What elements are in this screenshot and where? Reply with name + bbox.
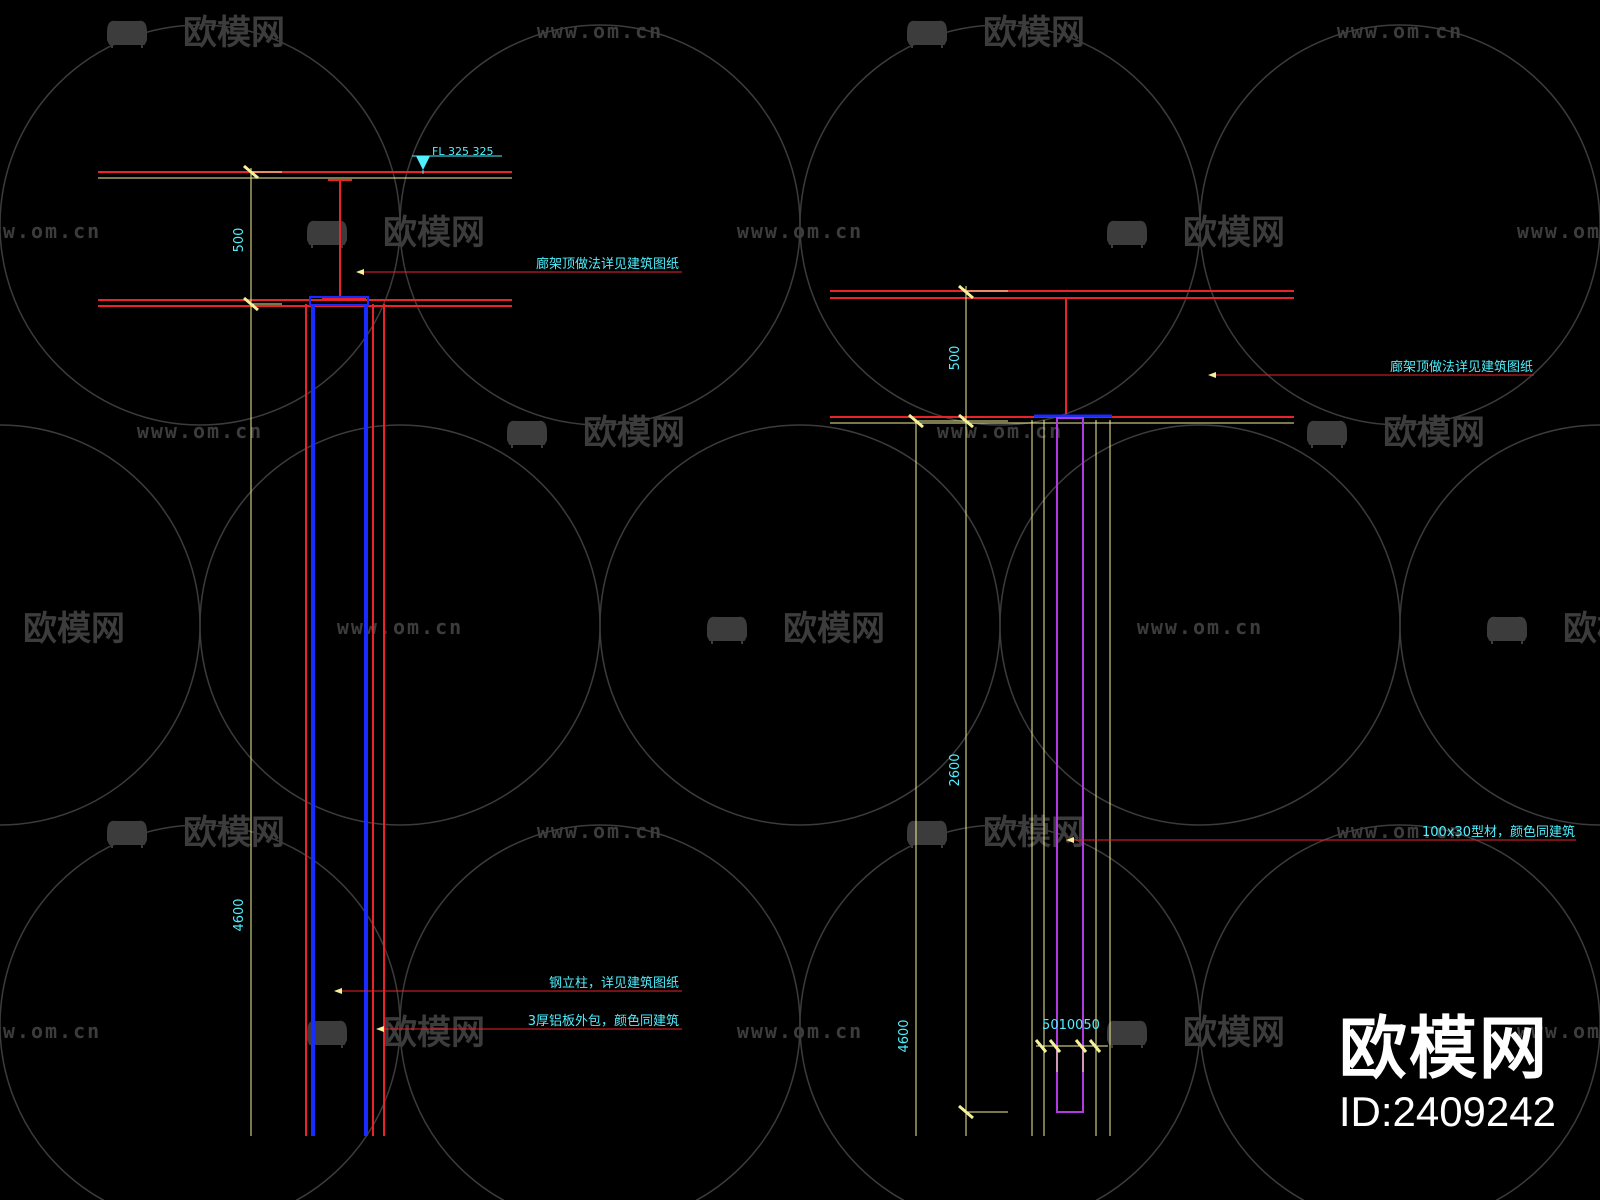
level-marker-icon xyxy=(412,155,502,174)
watermark-brand-text: 欧模网 xyxy=(583,413,685,453)
watermark-brand-text: 欧模网 xyxy=(1183,1013,1285,1053)
right-leaders xyxy=(1066,372,1576,843)
watermark-url-text: www.om.cn xyxy=(337,615,463,639)
watermark-circle xyxy=(1199,24,1600,426)
watermark-circle xyxy=(1199,824,1600,1200)
sofa-icon xyxy=(707,616,747,644)
left-level-text: FL 325 325 xyxy=(432,145,493,158)
right-steel-beam xyxy=(1034,297,1112,418)
watermark-url-text: www.om.cn xyxy=(537,819,663,843)
watermark-brand-text: 欧模网 xyxy=(1383,413,1485,453)
right-dimension-lines xyxy=(908,284,1008,1136)
model-id: ID:2409242 xyxy=(1338,1088,1556,1135)
watermark-layer: 欧模网欧模网欧模网欧模网欧模网欧模网欧模网欧模网欧模网欧模网欧模网欧模网欧模网w… xyxy=(0,13,1600,1200)
sofa-icon xyxy=(907,820,947,848)
left-dimension-line xyxy=(243,164,282,1136)
right-section-dim-text: 5010050 xyxy=(1042,1018,1100,1033)
watermark-brand-text: 欧模网 xyxy=(983,13,1085,53)
watermark-url-text: www.om.cn xyxy=(0,219,101,243)
left-steel-column xyxy=(305,296,385,1136)
right-detail: 500 2600 4600 5010050 廊架顶做法详见建筑图纸 100x30… xyxy=(830,284,1576,1136)
sofa-icon xyxy=(107,820,147,848)
left-note-cladding: 3厚铝板外包，颜色同建筑 xyxy=(528,1013,679,1029)
left-top-slab xyxy=(98,171,512,179)
watermark-url-text: www.om.cn xyxy=(1137,615,1263,639)
watermark-url-text: www.om.cn xyxy=(1517,1019,1600,1043)
watermark-brand-text: 欧模网 xyxy=(383,213,485,253)
right-dim-2600: 2600 xyxy=(948,753,963,786)
left-detail: 500 4600 FL 325 325 廊架顶做法详见建筑图纸 钢立柱，详见建筑… xyxy=(98,145,682,1136)
brand-overlay: 欧模网 ID:2409242 xyxy=(1339,1012,1556,1136)
watermark-url-text: www.om.cn xyxy=(1337,819,1463,843)
watermark-url-text: www.om.cn xyxy=(137,419,263,443)
sofa-icon xyxy=(507,420,547,448)
brand-name: 欧模网 xyxy=(1338,1010,1549,1089)
right-note-roof: 廊架顶做法详见建筑图纸 xyxy=(1390,359,1533,375)
sofa-icon xyxy=(1107,220,1147,248)
watermark-brand-text: 欧模网 xyxy=(183,813,285,853)
sofa-icon xyxy=(1307,420,1347,448)
watermark-url-text: www.om.cn xyxy=(1517,219,1600,243)
watermark-url-text: www.om.cn xyxy=(737,219,863,243)
sofa-icon xyxy=(1107,1020,1147,1048)
watermark-url-text: www.om.cn xyxy=(537,19,663,43)
watermark-brand-text: 欧模网 xyxy=(183,13,285,53)
watermark-brand-text: 欧模网 xyxy=(1563,609,1600,649)
watermark-brand-text: 欧模网 xyxy=(783,609,885,649)
left-dim-4600: 4600 xyxy=(232,898,247,931)
sofa-icon xyxy=(1487,616,1527,644)
right-dim-500: 500 xyxy=(948,346,963,371)
watermark-url-text: www.om.cn xyxy=(0,1019,101,1043)
left-note-column: 钢立柱，详见建筑图纸 xyxy=(549,975,679,991)
right-section-dims xyxy=(1034,1039,1108,1072)
sofa-icon xyxy=(107,20,147,48)
watermark-brand-text: 欧模网 xyxy=(1183,213,1285,253)
watermark-brand-text: 欧模网 xyxy=(383,1013,485,1053)
watermark-brand-text: 欧模网 xyxy=(983,813,1085,853)
watermark-brand-text: 欧模网 xyxy=(23,609,125,649)
watermark-url-text: www.om.cn xyxy=(1337,19,1463,43)
watermark-circle xyxy=(1399,424,1600,826)
right-dim-4600: 4600 xyxy=(897,1019,912,1052)
left-note-roof: 廊架顶做法详见建筑图纸 xyxy=(536,256,679,272)
left-dim-500: 500 xyxy=(232,228,247,253)
right-profile-column xyxy=(1031,417,1111,1136)
sofa-icon xyxy=(907,20,947,48)
right-note-profile: 100x30型材，颜色同建筑 xyxy=(1422,824,1575,840)
watermark-url-text: www.om.cn xyxy=(737,1019,863,1043)
left-leaders xyxy=(334,269,682,1032)
